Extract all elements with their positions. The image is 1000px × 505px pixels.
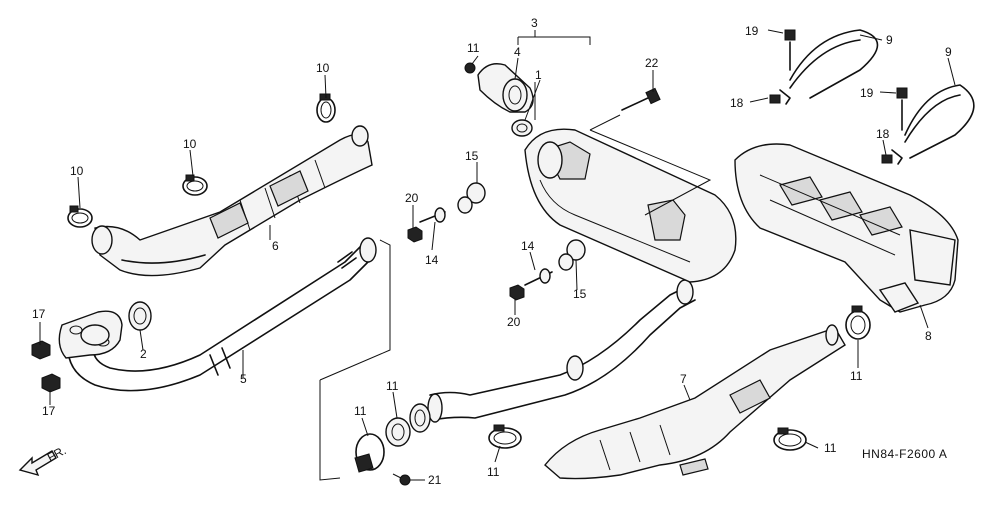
callout-6: 6 (272, 239, 279, 253)
clamp-10-left (67, 205, 93, 228)
clamp-10-middle (182, 174, 208, 196)
callout-4: 4 (514, 45, 521, 59)
callout-17a: 17 (32, 307, 46, 321)
flange-nut-upper (31, 340, 51, 360)
callout-11-right-lower: 11 (824, 441, 837, 455)
joint-sleeve-13 (385, 403, 431, 447)
callout-19a: 19 (745, 24, 759, 38)
bracket-18-upper (769, 89, 791, 105)
exhaust-flange (58, 310, 123, 359)
band-9-upper (789, 29, 879, 99)
callout-8: 8 (925, 329, 932, 343)
bolt-22 (621, 87, 661, 111)
clamp-11-right-lower (773, 427, 807, 451)
callout-10c: 10 (70, 164, 84, 178)
band-clamp-12 (354, 433, 385, 473)
bolt-19-lower (896, 87, 908, 131)
callout-14a: 14 (425, 253, 439, 267)
callout-18b: 18 (876, 127, 890, 141)
callout-7: 7 (680, 372, 687, 386)
callout-1: 1 (535, 68, 542, 82)
callout-22: 22 (645, 56, 659, 70)
gasket-1 (511, 119, 533, 137)
callout-3: 3 (531, 16, 538, 30)
bolt-19-upper (784, 29, 796, 71)
callout-9a: 9 (886, 33, 893, 47)
callout-10b: 10 (183, 137, 197, 151)
callout-20a: 20 (405, 191, 419, 205)
callout-11-mid: 11 (487, 465, 500, 479)
callout-20b: 20 (507, 315, 521, 329)
front-direction-arrow: FR. (18, 443, 68, 477)
clamp-11-right-upper (845, 305, 871, 340)
callout-11-right-upper: 11 (850, 369, 863, 383)
callout-15b: 15 (573, 287, 587, 301)
middle-pipe (427, 279, 696, 423)
bolt-20-upper (407, 226, 423, 243)
band-9-lower (904, 84, 975, 159)
bracket-18-lower (881, 149, 903, 165)
callout-13: 11 (386, 379, 399, 393)
callout-2: 2 (140, 347, 147, 361)
gasket-2 (128, 301, 152, 331)
rear-pipe-cover (544, 324, 846, 480)
callout-17b: 17 (42, 404, 56, 418)
callouts: 3 11 4 1 22 19 9 18 9 19 18 10 10 10 6 1… (32, 16, 952, 487)
collar-14-upper (419, 207, 446, 223)
flange-nut-lower (41, 373, 61, 393)
outlet-cap (477, 63, 534, 113)
mount-rubber-15-lower (558, 239, 586, 271)
right-catalyst-cover (734, 143, 959, 313)
leader-lines (39, 29, 956, 481)
callout-21: 21 (428, 473, 442, 487)
callout-10a: 10 (316, 61, 330, 75)
callout-5: 5 (240, 372, 247, 386)
mount-rubber-15-upper (457, 182, 486, 214)
callout-14b: 14 (521, 239, 535, 253)
front-pipe-cover (91, 125, 373, 277)
bolt-20-lower (509, 284, 525, 301)
muffler (524, 128, 737, 283)
callout-16: 11 (467, 41, 480, 55)
clamp-10-top (316, 93, 336, 123)
callout-15a: 15 (465, 149, 479, 163)
bolt-16 (464, 62, 476, 74)
callout-18a: 18 (730, 96, 744, 110)
callout-9b: 9 (945, 45, 952, 59)
callout-19b: 19 (860, 86, 874, 100)
screw-21 (392, 473, 411, 486)
clamp-11-middle (488, 424, 522, 449)
collar-14-lower (524, 268, 553, 286)
diagram-code: HN84-F2600 A (862, 447, 947, 461)
callout-12: 11 (354, 404, 367, 418)
